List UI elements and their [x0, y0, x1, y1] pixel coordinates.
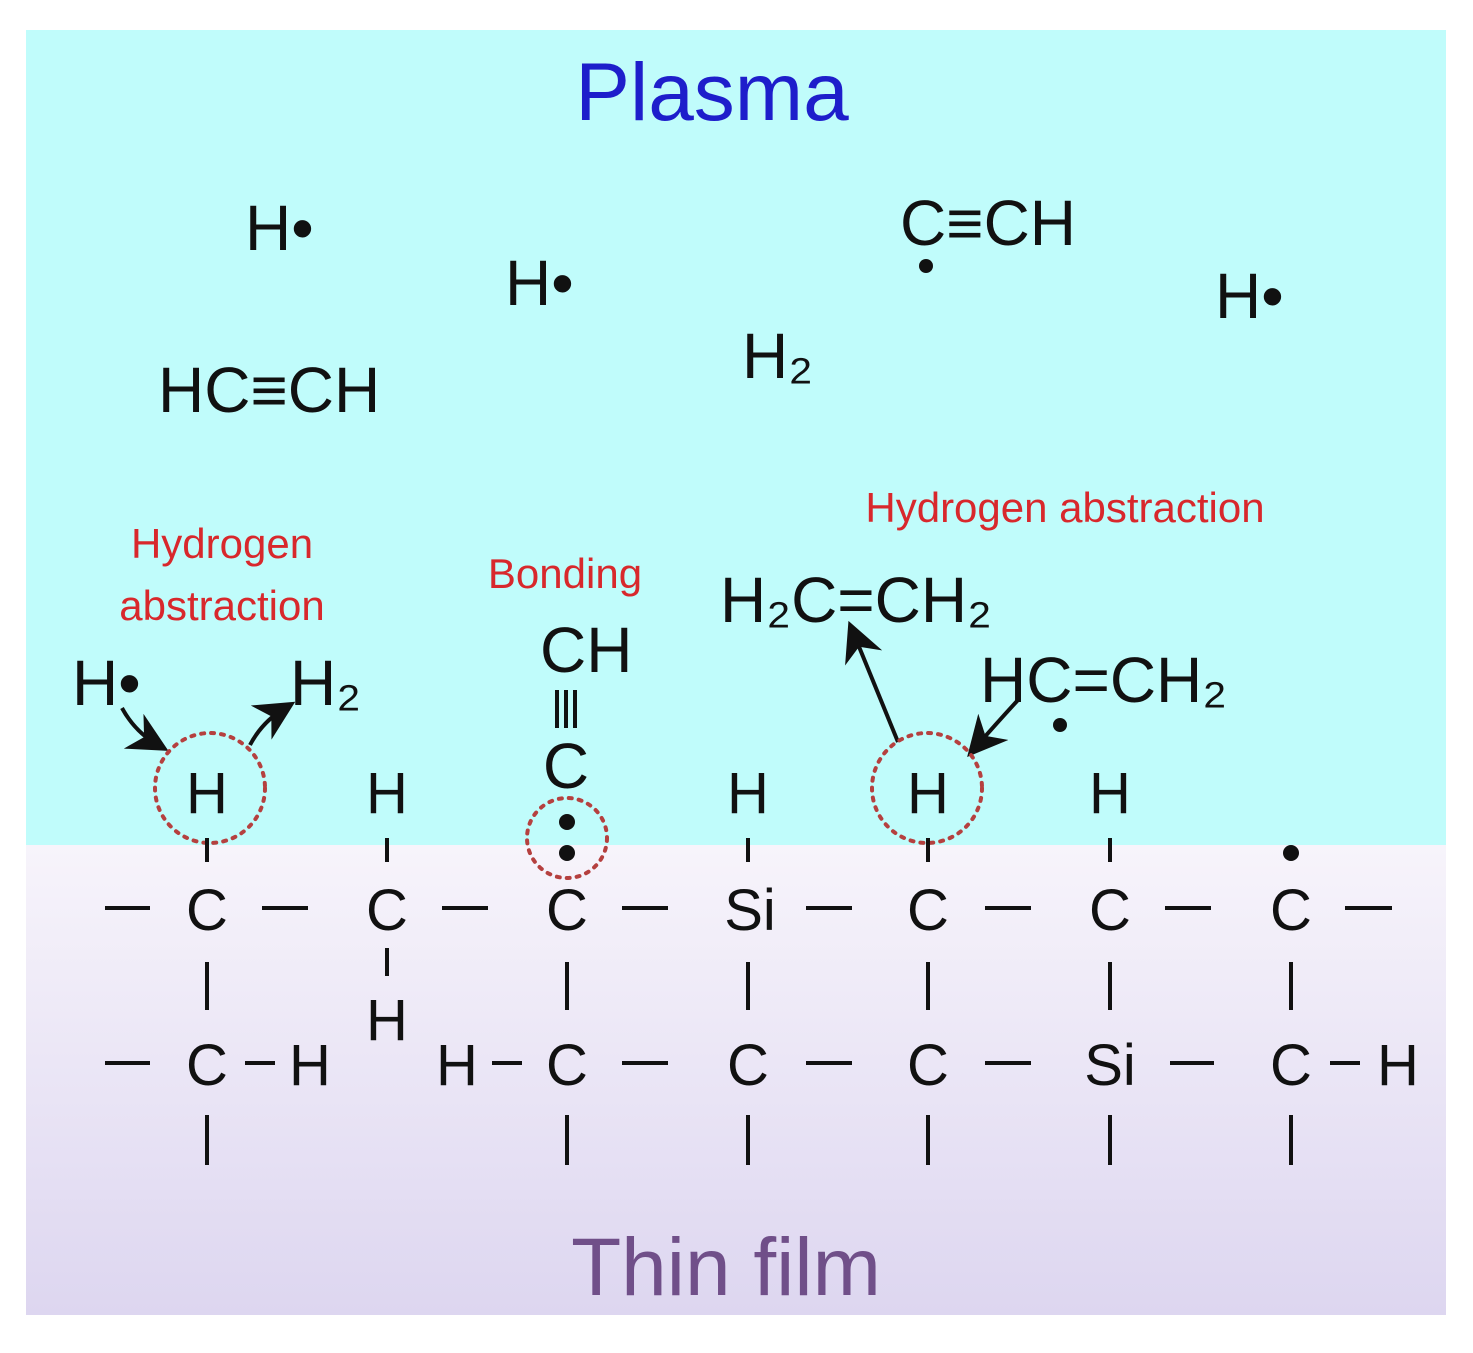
row2-atom-5: Si [1084, 1033, 1136, 1098]
top-h-4: H [907, 761, 949, 826]
h-radical-2: H• [505, 247, 574, 319]
row1-atom-7: C [1270, 878, 1312, 943]
row1-atom-4: Si [724, 878, 776, 943]
ethylene: H₂C=CH₂ [720, 564, 992, 636]
top-h-1: H [186, 761, 228, 826]
outgoing-arrow-left [248, 701, 296, 746]
top-h-2: H [366, 761, 408, 826]
vinyl-radical: HC=CH₂ [980, 644, 1227, 716]
acetylene: HC≡CH [158, 354, 380, 426]
hanging-h: H [366, 988, 408, 1053]
bonding-dot-2 [559, 845, 575, 861]
h-radical-3: H• [1215, 260, 1284, 332]
row1-atom-6: C [1089, 878, 1131, 943]
plasma-label: Plasma [575, 47, 849, 138]
row1-atom-1: C [186, 878, 228, 943]
vinyl-incoming-arrow [967, 698, 1020, 758]
bonding-label: Bonding [488, 550, 642, 597]
bonding-dot-1 [559, 814, 575, 830]
top-h-5: H [1089, 761, 1131, 826]
surface-radical-dot [1283, 845, 1299, 861]
row1-atom-3: C [546, 878, 588, 943]
dotted-circle-bonding [525, 796, 609, 880]
h-radical-1: H• [245, 192, 314, 264]
row2-h-3: H [1377, 1033, 1419, 1098]
row2-atom-2: C [546, 1033, 588, 1098]
row2-h-2: H [436, 1033, 478, 1098]
row2-atom-4: C [907, 1033, 949, 1098]
incoming-arrow-left [120, 707, 169, 751]
top-h-3: H [727, 761, 769, 826]
dotted-circle-right [870, 731, 984, 845]
thin-film-label: Thin film [571, 1222, 881, 1313]
row2-atom-6: C [1270, 1033, 1312, 1098]
row2-h-1: H [289, 1033, 331, 1098]
ethylene-release-arrow [845, 620, 900, 743]
vinyl-radical-dot [1053, 718, 1067, 732]
ethynyl-radical-dot [919, 259, 933, 273]
row2-atom-3: C [727, 1033, 769, 1098]
thin-film-region [26, 845, 1446, 1315]
incoming-h-radical: H• [72, 647, 141, 719]
plasma-region [26, 30, 1446, 850]
surface-ch: CH [540, 614, 632, 686]
ethynyl-radical: C≡CH [900, 187, 1076, 259]
left-abstraction-label-2: abstraction [119, 582, 324, 629]
row1-atom-2: C [366, 878, 408, 943]
right-abstraction-label: Hydrogen abstraction [865, 484, 1264, 531]
dotted-circle-left [153, 731, 267, 845]
left-abstraction-label-1: Hydrogen [131, 520, 313, 567]
released-h2: H₂ [290, 647, 361, 719]
row1-atom-5: C [907, 878, 949, 943]
surface-triple-c: C [543, 730, 589, 802]
row2-atom-1: C [186, 1033, 228, 1098]
hydrogen-molecule: H₂ [742, 320, 813, 392]
